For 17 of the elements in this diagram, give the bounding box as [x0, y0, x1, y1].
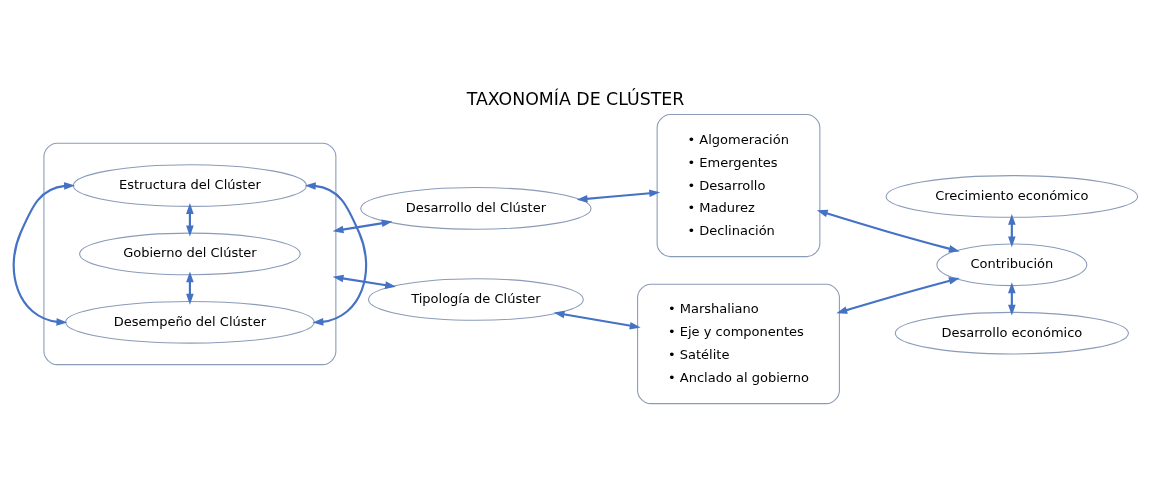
arrow	[304, 181, 368, 326]
node-ellipse: Desarrollo económico	[894, 311, 1129, 354]
node-box: • Marshaliano • Eje y componentes • Satélite • Anclado al gobierno	[637, 283, 840, 404]
node-ellipse: Estructura del Clúster	[72, 163, 308, 207]
arrow	[12, 181, 75, 326]
node-ellipse: Desempeño del Clúster	[65, 300, 315, 344]
arrow	[332, 274, 396, 289]
node-ellipse: Crecimiento económico	[885, 174, 1139, 218]
node-box: • Algomeración • Emergentes • Desarrollo • Madurez • Declinación	[656, 113, 821, 257]
diagram-title: TAXONOMÍA DE CLÚSTER	[466, 88, 685, 109]
arrow	[553, 310, 641, 329]
arrow	[836, 276, 960, 314]
arrow	[576, 189, 661, 202]
arrow	[816, 209, 960, 252]
arrow	[332, 219, 393, 233]
node-ellipse: Gobierno del Clúster	[79, 232, 301, 275]
cluster	[43, 142, 337, 365]
